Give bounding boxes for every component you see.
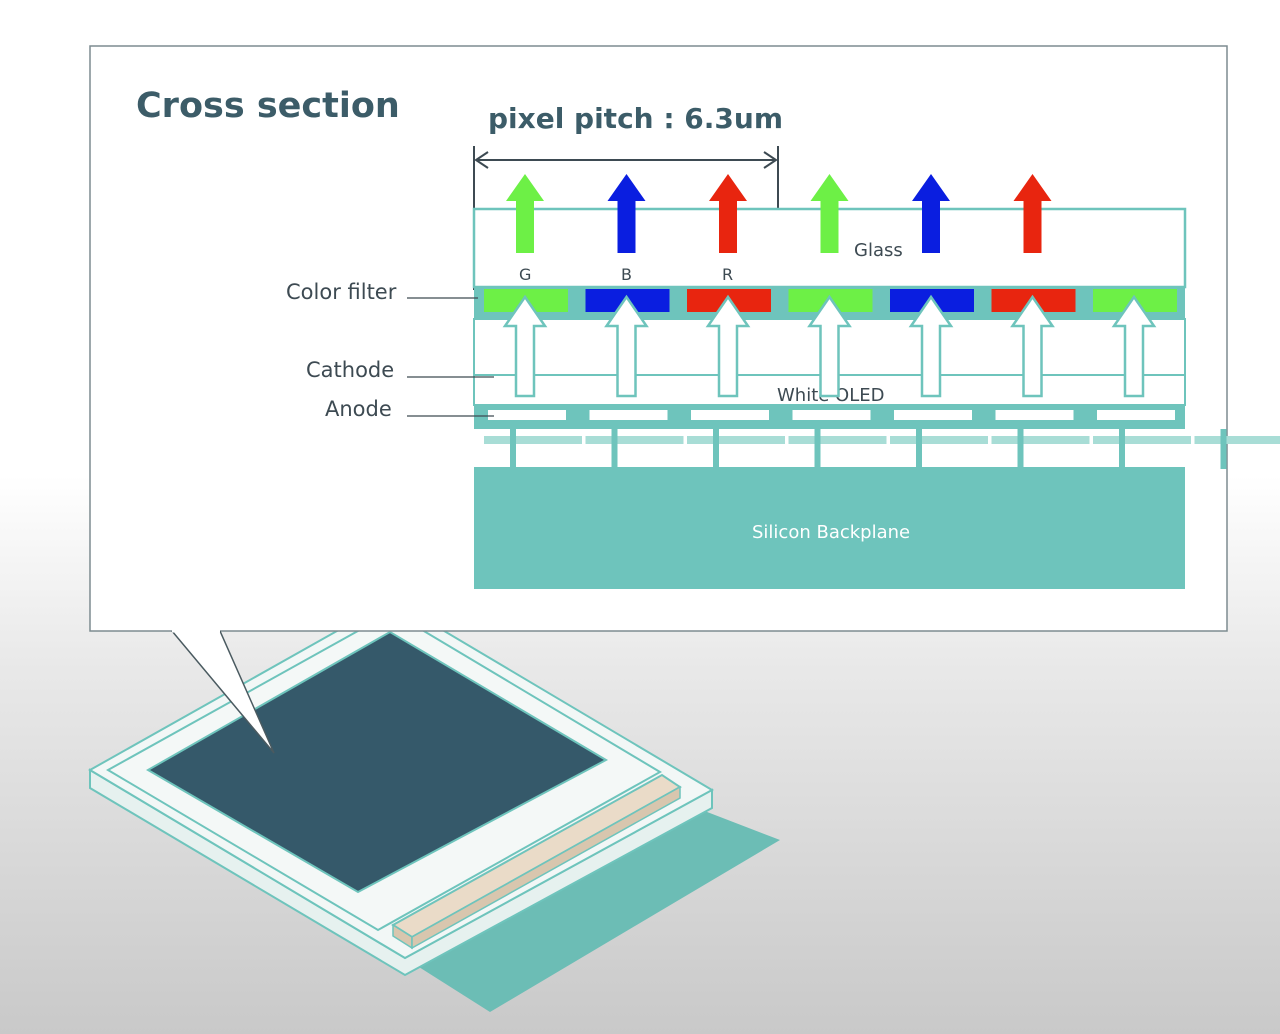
emitted-red-light-arrow bbox=[1013, 174, 1052, 253]
white-light-arrow bbox=[807, 294, 852, 398]
via-column bbox=[611, 429, 618, 469]
anode-pad bbox=[488, 410, 566, 420]
via-column bbox=[510, 429, 516, 469]
via-column bbox=[1017, 429, 1024, 469]
metal-pad bbox=[1023, 436, 1090, 444]
silicon-backplane bbox=[474, 467, 1185, 589]
connector-strip-front bbox=[411, 785, 681, 950]
white-light-arrow bbox=[1111, 294, 1157, 398]
anode-pads bbox=[488, 410, 1175, 420]
anode-pad bbox=[691, 410, 769, 420]
diagram-title: Cross section bbox=[136, 86, 400, 126]
white-light-arrow bbox=[705, 294, 751, 398]
anode-pad bbox=[995, 410, 1074, 420]
microdisplay-device-illustration bbox=[88, 598, 780, 1012]
via-column bbox=[1220, 429, 1227, 469]
white-light-arrow bbox=[1010, 294, 1055, 398]
via-column bbox=[713, 429, 719, 469]
emitted-light-arrows bbox=[506, 174, 1052, 253]
via-pad bbox=[890, 436, 916, 444]
emitted-blue-light-arrow bbox=[912, 174, 950, 253]
metal-pad bbox=[719, 436, 785, 444]
emitted-green-light-arrow bbox=[506, 174, 544, 253]
via-pad bbox=[788, 436, 815, 444]
cathode-label: Cathode bbox=[306, 358, 394, 382]
pixel-pitch-label: pixel pitch : 6.3um bbox=[488, 102, 783, 135]
via-pad bbox=[1093, 436, 1119, 444]
display-panel bbox=[145, 630, 609, 894]
metal-pad bbox=[922, 436, 988, 444]
via-column bbox=[1119, 429, 1125, 469]
interconnect-layer bbox=[474, 429, 1185, 469]
via-column bbox=[814, 429, 821, 469]
via-pad bbox=[1194, 436, 1221, 444]
white-light-arrow bbox=[502, 294, 548, 398]
via-pad bbox=[585, 436, 612, 444]
anode-pad bbox=[894, 410, 972, 420]
emitted-blue-light-arrow bbox=[607, 174, 646, 253]
flex-cable bbox=[400, 790, 780, 1012]
via-column bbox=[916, 429, 922, 469]
metal-pad bbox=[617, 436, 684, 444]
emitted-red-light-arrow bbox=[709, 174, 747, 253]
silicon-backplane-label: Silicon Backplane bbox=[752, 522, 910, 543]
glass-label: Glass bbox=[854, 240, 903, 261]
metal-pad bbox=[516, 436, 582, 444]
white-light-arrow bbox=[908, 294, 954, 398]
anode-pad bbox=[1097, 410, 1175, 420]
subpixel-letter-b: B bbox=[621, 265, 632, 284]
metal-pad bbox=[1226, 436, 1280, 444]
via-pad bbox=[687, 436, 713, 444]
metal-pad bbox=[1125, 436, 1191, 444]
subpixel-letter-r: R bbox=[722, 265, 733, 284]
via-pad bbox=[991, 436, 1018, 444]
anode-pad bbox=[792, 410, 871, 420]
subpixel-letter-g: G bbox=[519, 265, 531, 284]
metal-pad bbox=[820, 436, 887, 444]
interconnect-vias bbox=[484, 429, 1280, 469]
via-pad bbox=[484, 436, 510, 444]
anode-pad bbox=[589, 410, 668, 420]
anode-label: Anode bbox=[325, 397, 392, 421]
emitted-green-light-arrow bbox=[810, 174, 849, 253]
color-filter-label: Color filter bbox=[286, 280, 397, 304]
white-light-arrows bbox=[502, 294, 1157, 398]
white-light-arrow bbox=[604, 294, 649, 398]
